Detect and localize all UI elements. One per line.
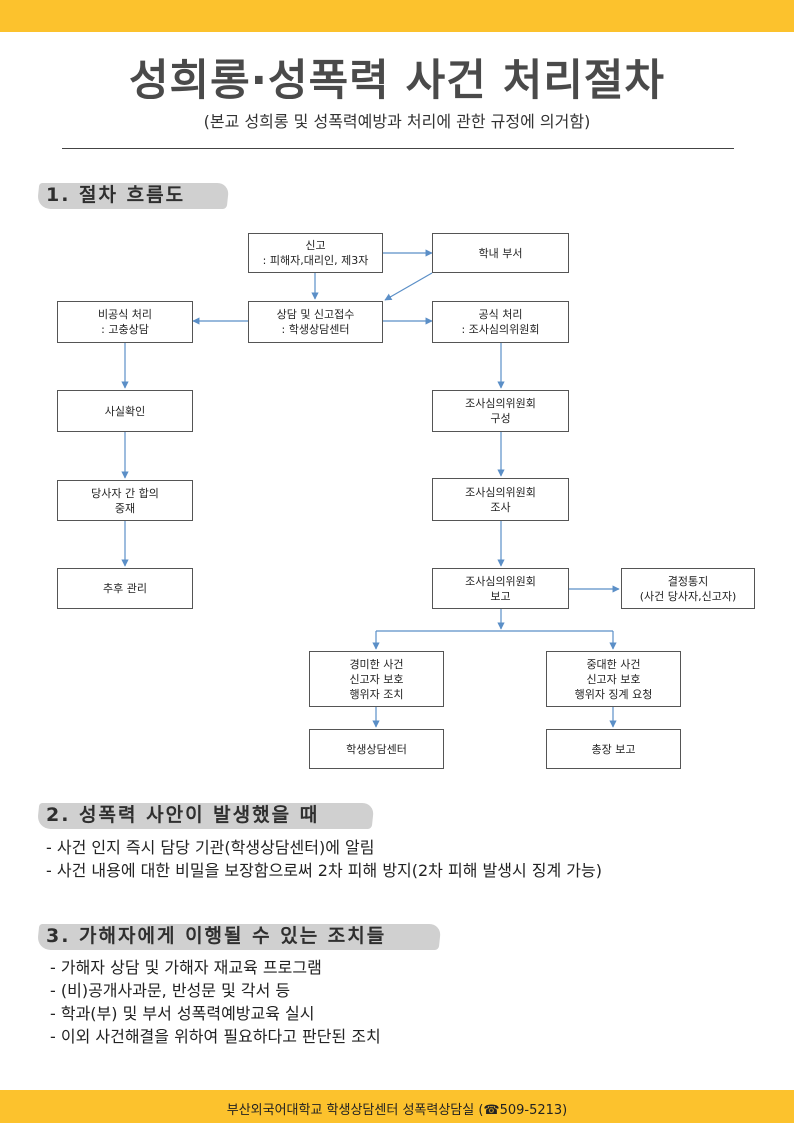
page-subtitle: (본교 성희롱 및 성폭력예방과 처리에 관한 규정에 의거함)	[203, 112, 591, 131]
box-president-report: 총장 보고	[546, 729, 681, 769]
list-item: - 이외 사건해결을 위하여 필요하다고 판단된 조치	[50, 1027, 381, 1046]
box-committee-investigate: 조사심의위원회 조사	[432, 478, 569, 521]
title-divider	[62, 148, 734, 149]
box-campus-dept: 학내 부서	[432, 233, 569, 273]
box-minor-case: 경미한 사건 신고자 보호 행위자 조치	[309, 651, 444, 707]
section-3-list: - 가해자 상담 및 가해자 재교육 프로그램 - (비)공개사과문, 반성문 …	[50, 956, 381, 1048]
list-item: - 사건 내용에 대한 비밀을 보장함으로써 2차 피해 방지(2차 피해 발생…	[46, 861, 602, 880]
box-mediation: 당사자 간 합의 중재	[57, 480, 193, 521]
section-3-heading-text: 3. 가해자에게 이행될 수 있는 조치들	[46, 925, 387, 947]
box-informal: 비공식 처리 : 고충상담	[57, 301, 193, 343]
flow-connectors	[121, 249, 620, 728]
section-2-heading-text: 2. 성폭력 사안이 발생했을 때	[46, 804, 320, 826]
list-item: - 사건 인지 즉시 담당 기관(학생상담센터)에 알림	[46, 838, 375, 857]
list-item: - 가해자 상담 및 가해자 재교육 프로그램	[50, 958, 322, 977]
bottom-accent-bar	[0, 1090, 794, 1123]
section-2-heading: 2. 성폭력 사안이 발생했을 때	[36, 800, 375, 830]
box-formal: 공식 처리 : 조사심의위원회	[432, 301, 569, 343]
box-committee-report: 조사심의위원회 보고	[432, 568, 569, 609]
box-report: 신고 : 피해자,대리인, 제3자	[248, 233, 383, 273]
top-accent-bar	[0, 0, 794, 32]
section-1-heading: 1. 절차 흐름도	[36, 180, 230, 210]
page-title: 성희롱·성폭력 사건 처리절차	[129, 56, 665, 106]
box-counseling-center: 학생상담센터	[309, 729, 444, 769]
box-decision-notice: 결정통지 (사건 당사자,신고자)	[621, 568, 755, 609]
box-followup: 추후 관리	[57, 568, 193, 609]
section-3-heading: 3. 가해자에게 이행될 수 있는 조치들	[36, 921, 442, 951]
process-flowchart: 신고 : 피해자,대리인, 제3자 학내 부서 상담 및 신고접수 : 학생상담…	[0, 225, 794, 775]
box-intake: 상담 및 신고접수 : 학생상담센터	[248, 301, 383, 343]
list-item: - (비)공개사과문, 반성문 및 각서 등	[50, 981, 291, 1000]
list-item: - 학과(부) 및 부서 성폭력예방교육 실시	[50, 1004, 315, 1023]
box-committee-form: 조사심의위원회 구성	[432, 390, 569, 432]
section-1-heading-text: 1. 절차 흐름도	[46, 184, 186, 206]
box-fact-check: 사실확인	[57, 390, 193, 432]
footer-contact: 부산외국어대학교 학생상담센터 성폭력상담실 (☎509-5213)	[226, 1103, 568, 1118]
section-2-list: - 사건 인지 즉시 담당 기관(학생상담센터)에 알림 - 사건 내용에 대한…	[46, 836, 602, 882]
box-serious-case: 중대한 사건 신고자 보호 행위자 징계 요청	[546, 651, 681, 707]
